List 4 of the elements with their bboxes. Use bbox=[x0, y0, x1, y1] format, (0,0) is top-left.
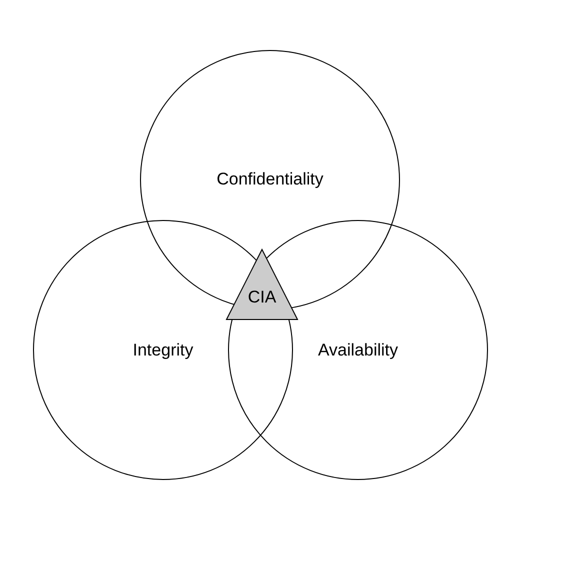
circle-label: Availability bbox=[318, 342, 398, 360]
circle-label: Confidentiality bbox=[216, 170, 324, 190]
triangle-label: CIA bbox=[248, 288, 276, 308]
circle-label: Integrity bbox=[132, 342, 194, 360]
